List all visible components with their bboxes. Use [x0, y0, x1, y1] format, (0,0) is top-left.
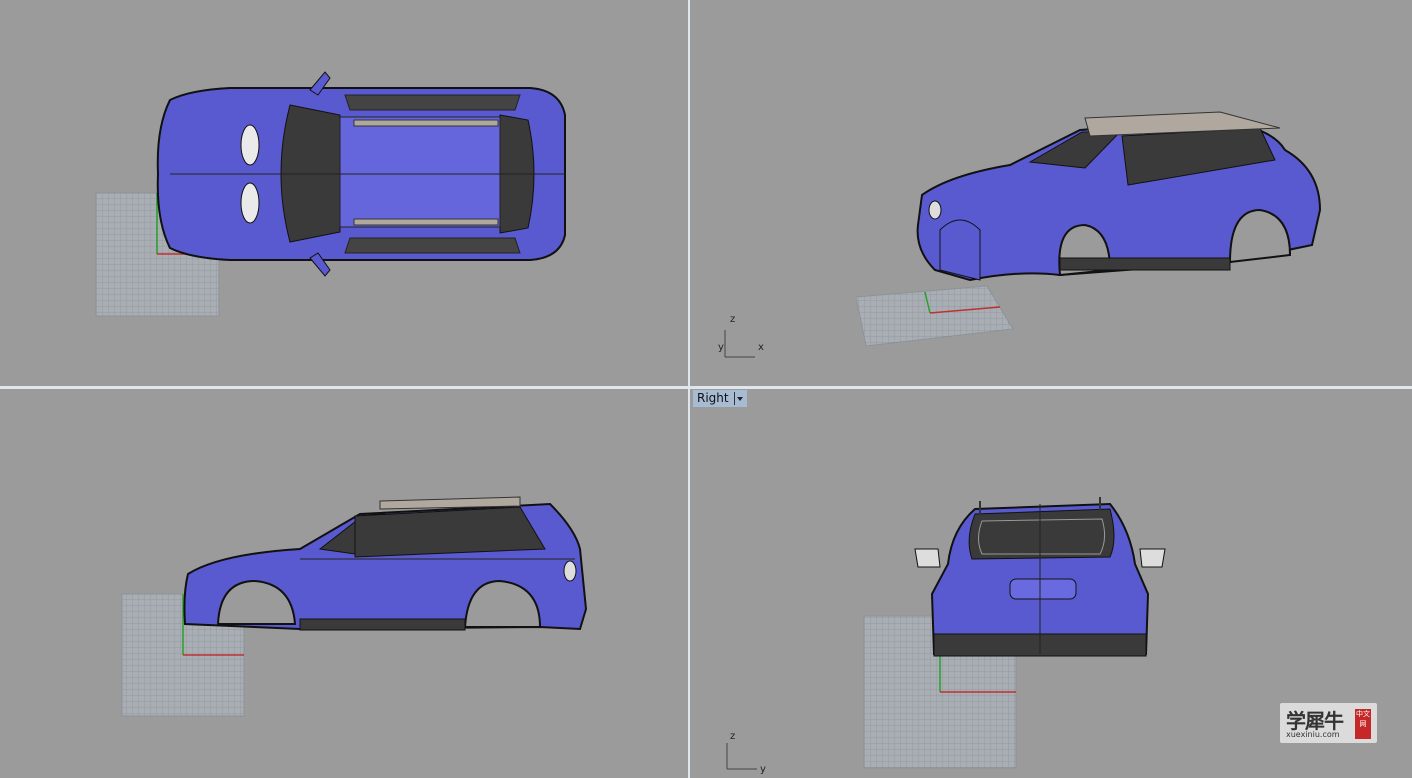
viewport-front-canvas[interactable] [0, 389, 688, 778]
axis-indicator: z y [726, 731, 766, 775]
viewport-name[interactable]: Right [697, 391, 729, 405]
axis-y-label: y [718, 342, 724, 353]
axis-indicator: z y x [718, 314, 764, 358]
viewport-perspective-canvas[interactable]: z y x [690, 0, 1412, 386]
watermark-text: 学犀牛 [1286, 709, 1344, 733]
viewport-divider-horizontal[interactable] [0, 386, 1412, 389]
car-model-rear[interactable] [914, 497, 1166, 657]
watermark-logo: 学犀牛 xuexiniu.com 中文网 [1280, 703, 1377, 743]
axis-z-label: z [730, 731, 735, 742]
viewport-menu-dropdown-icon[interactable] [733, 392, 744, 405]
car-model-top[interactable] [156, 71, 566, 277]
viewport-top-canvas[interactable] [0, 0, 688, 386]
axis-z-label: z [730, 314, 735, 325]
viewport-right[interactable]: z y Right [690, 389, 1412, 778]
viewport-perspective[interactable]: z y x [690, 0, 1412, 386]
axis-x-label: x [758, 342, 764, 353]
viewport-front[interactable] [0, 389, 688, 778]
car-model-side[interactable] [183, 496, 588, 631]
axis-y-label: y [760, 764, 766, 775]
viewport-right-canvas[interactable]: z y [690, 389, 1412, 778]
watermark-url: xuexiniu.com [1286, 730, 1340, 739]
viewport-label-right[interactable]: Right [693, 390, 747, 407]
car-model-perspective[interactable] [916, 111, 1322, 282]
viewport-top[interactable] [0, 0, 688, 386]
watermark-seal: 中文网 [1355, 709, 1371, 739]
viewport-divider-vertical[interactable] [688, 0, 690, 778]
